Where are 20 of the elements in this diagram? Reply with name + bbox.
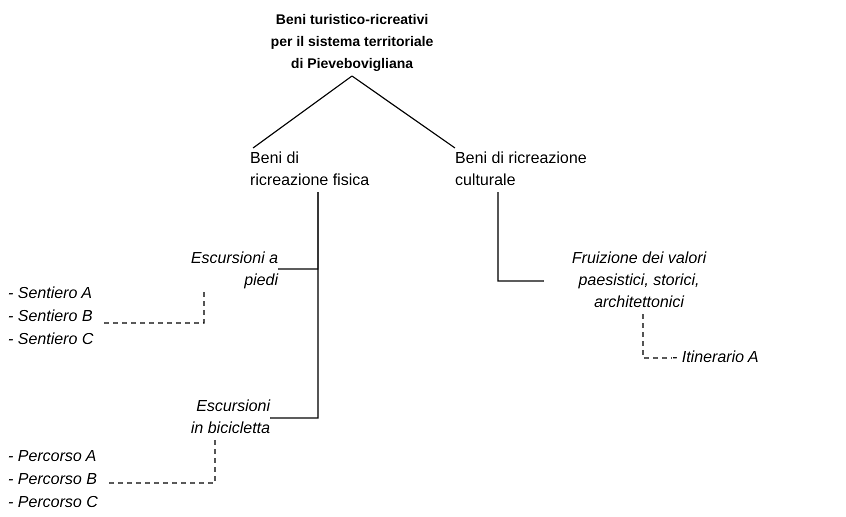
item-list: - Sentiero C (8, 328, 96, 351)
subcategory-label: Escursioni in bicicletta (190, 397, 270, 439)
subcategory-label: Escursioni a piedi (190, 249, 278, 291)
item-list: - Sentiero B (8, 305, 96, 328)
subcategory-label: Fruizione dei valori paesistici, storici, architettonici (570, 249, 708, 313)
title-text: Beni turistico-ricreativi per il sistema territoriale di Pievebovigliana (270, 10, 434, 73)
dashed-connector (102, 292, 205, 324)
item-list: - Percorso B (8, 468, 102, 491)
connector-line (352, 75, 456, 149)
item-list: - Percorso C (8, 491, 102, 514)
item-list: - Sentiero A (8, 282, 96, 305)
connector-line (497, 192, 544, 282)
category-label: Beni di ricreazione fisica (250, 149, 370, 191)
connector-line (270, 192, 319, 419)
item-list: - Percorso A (8, 445, 102, 468)
category-label: Beni di ricreazione culturale (455, 149, 588, 191)
item-list: - Itinerario A (672, 346, 802, 370)
dashed-connector (642, 314, 672, 359)
connector-line (252, 75, 352, 149)
dashed-connector (108, 440, 216, 484)
